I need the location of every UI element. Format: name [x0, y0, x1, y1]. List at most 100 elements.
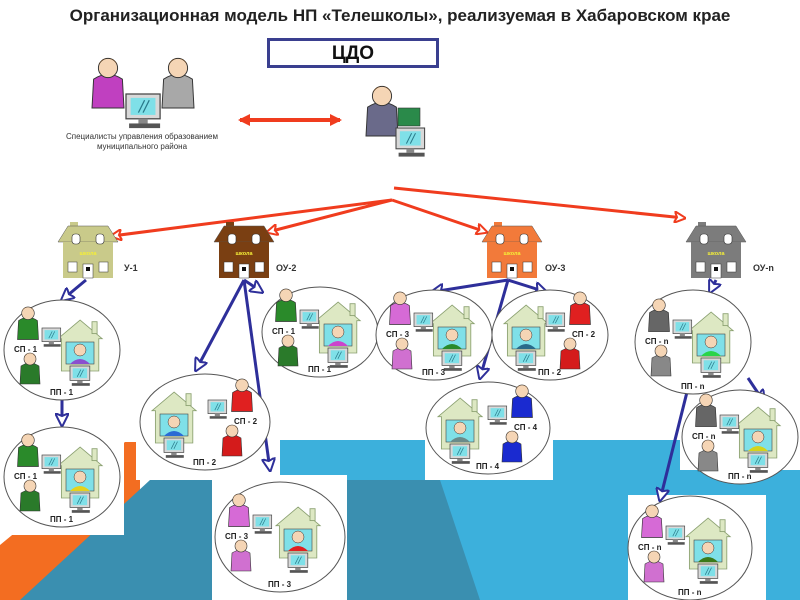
student-computer-icon [449, 443, 471, 464]
window-icon [95, 233, 105, 245]
student-computer-icon [697, 563, 719, 584]
child-head [167, 415, 181, 429]
sp-label: СП - n [645, 337, 669, 346]
child-head [73, 470, 87, 484]
teacher-figure [569, 291, 591, 325]
teacher-computer-icon [41, 327, 62, 347]
teacher-computer-icon [719, 414, 740, 434]
parent-figure [19, 479, 41, 512]
window-icon [223, 261, 234, 273]
pp-label: ПП - 4 [476, 462, 500, 471]
parent-figure [277, 334, 299, 367]
pp-label: ПП - 3 [268, 580, 292, 589]
student-computer-icon [515, 350, 537, 371]
page-title: Организационная модель НП «Телешколы», р… [69, 6, 731, 25]
book-icon [397, 107, 421, 127]
arrow-cdo-ou2 [268, 198, 393, 232]
window-icon [699, 233, 709, 245]
parent-figure [643, 550, 665, 583]
group-gna: СП - n ПП - n [634, 289, 752, 395]
window-icon [695, 261, 706, 273]
student-computer-icon [287, 552, 309, 573]
parent-figure [697, 439, 719, 472]
school-label-oun: ОУ-n [753, 263, 774, 273]
child-figure [516, 344, 536, 349]
teacher-computer-icon [252, 514, 273, 534]
specialists-computer-icon [125, 93, 161, 129]
parent-figure [230, 539, 252, 572]
arrow-ou3-g3a [432, 278, 509, 292]
student-computer-icon [69, 492, 91, 513]
child-figure [288, 546, 308, 551]
school-sign: школа [707, 251, 725, 257]
school-label-u1: У-1 [124, 263, 138, 273]
group-g1a: СП - 1 ПП - 1 [3, 299, 121, 401]
arrow-cdo-oun [393, 186, 684, 218]
teacher-computer-icon [413, 312, 434, 332]
window-icon [522, 261, 533, 273]
arrow-u1-g1a [62, 278, 87, 300]
group-g3a: СП - 3 ПП - 3 [375, 289, 493, 381]
school-label-ou2: ОУ-2 [276, 263, 297, 273]
teacher-computer-icon [299, 309, 320, 329]
pp-label: ПП - 2 [538, 368, 562, 377]
school-sign: школа [79, 251, 97, 257]
pp-label: ПП - 1 [308, 365, 332, 374]
school-sign: школа [235, 251, 253, 257]
child-head [291, 530, 305, 544]
pp-label: ПП - n [681, 382, 705, 391]
school-oun: школа [685, 222, 747, 279]
parent-figure [19, 352, 41, 385]
roof [481, 225, 543, 243]
teacher-computer-icon [665, 525, 686, 545]
arrow-cdo-ou3 [391, 198, 486, 232]
child-figure [442, 344, 462, 349]
roof [57, 225, 119, 243]
group-g1b: СП - 1ПП - 1 [3, 426, 121, 528]
pp-label: ПП - 1 [50, 388, 74, 397]
group-gnc: СП - nПП - n [627, 495, 753, 600]
parent-figure [391, 337, 413, 370]
group-g3c: СП - 4 ПП - 4 [425, 381, 551, 475]
cdo-teacher-figure [365, 85, 399, 137]
teacher-computer-icon [207, 399, 228, 419]
child-head [445, 328, 459, 342]
teacher-figure [641, 504, 663, 538]
arrow-oun-gna [710, 280, 716, 292]
sp-label: СП - 4 [514, 423, 538, 432]
school-ou3: школа [481, 222, 543, 279]
window-icon [723, 233, 733, 245]
child-head [453, 421, 467, 435]
cdo-teacher-illustration [365, 85, 426, 157]
child-head [73, 343, 87, 357]
arrow-cdo-u1 [112, 198, 393, 236]
teacher-computer-icon [672, 319, 693, 339]
specialist-woman-figure [91, 57, 125, 109]
teacher-computer-icon [545, 312, 566, 332]
window-icon [519, 233, 529, 245]
teacher-computer-icon [41, 454, 62, 474]
group-g2c: СП - 3ПП - 3 [214, 481, 346, 593]
group-gnb: СП - nПП - n [681, 389, 799, 485]
sp-label: СП - n [692, 432, 716, 441]
child-figure [748, 446, 768, 451]
school-label-ou3: ОУ-3 [545, 263, 566, 273]
sp-label: СП - 1 [14, 345, 38, 354]
pp-label: ПП - 3 [422, 368, 446, 377]
window-icon [67, 261, 78, 273]
arrow-ou2-g2a [243, 278, 262, 292]
window-icon [98, 261, 109, 273]
group-g2a: СП - 1ПП - 1 [261, 286, 379, 378]
teacher-figure [231, 378, 253, 412]
teacher-figure [648, 298, 670, 332]
child-figure [70, 486, 90, 491]
sp-label: СП - n [638, 543, 662, 552]
sp-label: СП - 3 [386, 330, 410, 339]
student-computer-icon [700, 357, 722, 378]
student-computer-icon [69, 365, 91, 386]
window-icon [251, 233, 261, 245]
arrow-gna-gnc [660, 387, 690, 500]
child-figure [164, 431, 184, 436]
student-computer-icon [327, 347, 349, 368]
